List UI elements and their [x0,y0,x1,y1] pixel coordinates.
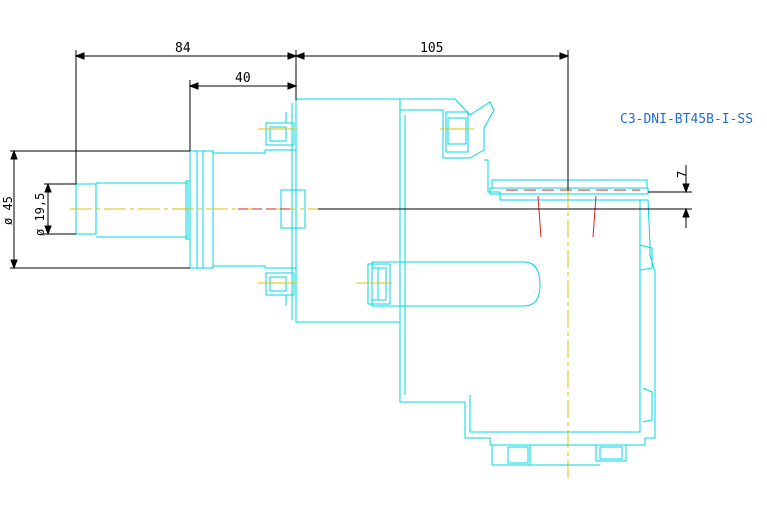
tool-outline [75,98,656,466]
centerlines [70,128,569,478]
dim-40-label: 40 [235,71,251,86]
dimension-lines [10,50,692,270]
dim-diameter-45-label: ø 45 [1,196,15,225]
hidden-lines [238,189,640,238]
dim-105-label: 105 [420,41,443,56]
dim-7-label: 7 [675,171,689,178]
dim-84-label: 84 [175,41,191,56]
part-number-title: C3-DNI-BT45B-I-SS [620,112,753,127]
dim-diameter-19-5-label: ø 19,5 [33,193,47,236]
